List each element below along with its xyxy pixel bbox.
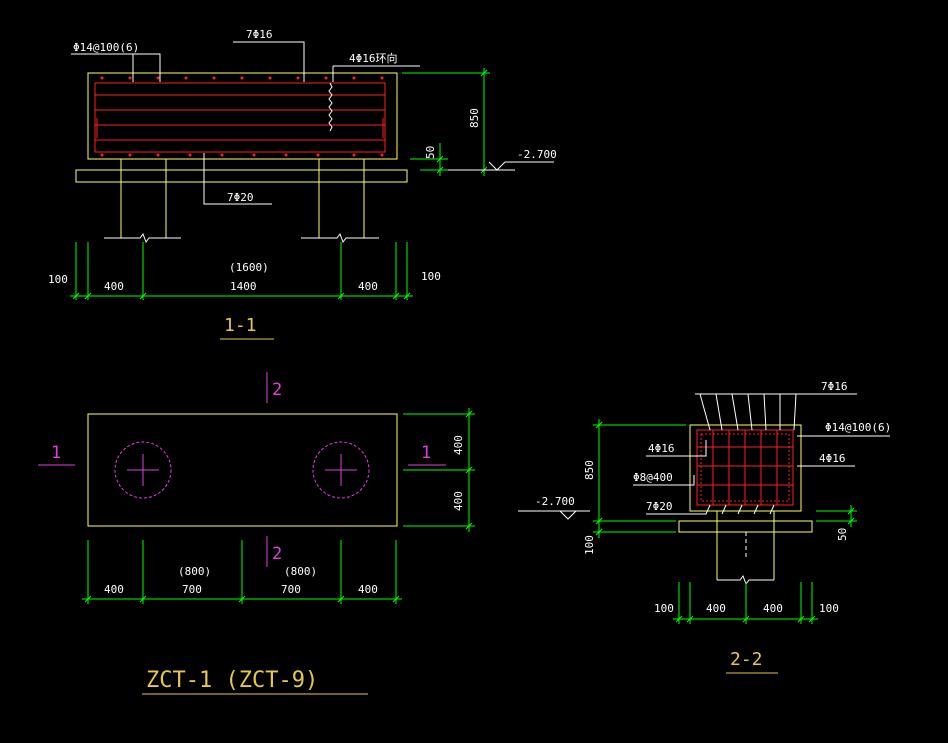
side-right-label: 4Φ16 bbox=[819, 452, 846, 465]
dim-left-edge: 100 bbox=[48, 273, 68, 286]
side-left-label: 4Φ16 bbox=[648, 442, 675, 455]
leaders-2-2 bbox=[633, 393, 890, 515]
top-bar-label-2-2: 7Φ16 bbox=[821, 380, 848, 393]
height-dim: 850 bbox=[468, 108, 481, 128]
plan-dim-paren-right: (800) bbox=[284, 565, 317, 578]
cap-outline bbox=[87, 72, 398, 160]
dim-total: (1600) bbox=[229, 261, 269, 274]
elevation-label-2-2: -2.700 bbox=[535, 495, 575, 508]
right-dims-2-2 bbox=[816, 505, 857, 527]
section-marks bbox=[38, 372, 446, 567]
dim-left-2-2: 400 bbox=[706, 602, 726, 615]
cushion-layer bbox=[75, 169, 408, 183]
dim-right-edge-2-2: 100 bbox=[819, 602, 839, 615]
dim-middle: 1400 bbox=[230, 280, 257, 293]
stirrup-label: Φ14@100(6) bbox=[73, 41, 139, 54]
horizontal-dimension-1-1 bbox=[70, 242, 413, 300]
rebar-2-2 bbox=[696, 429, 794, 506]
elevation-mark-1-1 bbox=[448, 161, 554, 171]
section-mark-2-top: 2 bbox=[272, 380, 282, 400]
plan-horizontal-dims bbox=[82, 540, 402, 604]
base-dim-2-2: 100 bbox=[583, 535, 596, 555]
plan-dim-mid-right: 700 bbox=[281, 583, 301, 596]
leaders-1-1 bbox=[71, 41, 420, 205]
pile-right bbox=[318, 158, 365, 238]
section-1-1: Φ14@100(6) 7Φ16 4Φ16环向 7Φ20 850 50 -2.70… bbox=[48, 28, 557, 340]
elevation-label: -2.700 bbox=[517, 148, 557, 161]
horizontal-dims-2-2 bbox=[673, 582, 818, 624]
section-2-2-title: 2-2 bbox=[730, 649, 763, 670]
elevation-mark-2-2 bbox=[518, 510, 590, 520]
plan-outline bbox=[87, 413, 398, 527]
dim-right-2-2: 400 bbox=[763, 602, 783, 615]
vertical-dimension-1-1 bbox=[402, 68, 490, 176]
side-bar-label: 4Φ16环向 bbox=[349, 51, 398, 65]
pile-left bbox=[120, 158, 167, 238]
bottom-bar-label-2-2: 7Φ20 bbox=[646, 500, 673, 513]
pile-right-break bbox=[301, 232, 379, 244]
side-bar-marker bbox=[328, 82, 333, 132]
dim-right-edge: 100 bbox=[421, 270, 441, 283]
plan-dim-v-bottom: 400 bbox=[452, 491, 465, 511]
section-mark-1-left: 1 bbox=[51, 443, 61, 463]
horizontal-ticks-1-1 bbox=[72, 292, 411, 300]
rebar-1-1 bbox=[94, 82, 386, 153]
tie-label: Φ8@400 bbox=[633, 471, 673, 484]
plan-dim-right: 400 bbox=[358, 583, 378, 596]
plan-dim-paren-left: (800) bbox=[178, 565, 211, 578]
cushion-dim-2-2: 50 bbox=[836, 528, 849, 541]
plan-dim-left: 400 bbox=[104, 583, 124, 596]
section-mark-1-right: 1 bbox=[421, 443, 431, 463]
rebar-dots-1-1 bbox=[100, 76, 384, 157]
cushion-layer-2-2 bbox=[678, 520, 813, 533]
drawing-title: ZCT-1 (ZCT-9) bbox=[146, 668, 318, 693]
top-bar-label: 7Φ16 bbox=[246, 28, 273, 41]
plan-dim-mid-left: 700 bbox=[182, 583, 202, 596]
dim-right: 400 bbox=[358, 280, 378, 293]
bottom-bar-label: 7Φ20 bbox=[227, 191, 254, 204]
pile-right-plan bbox=[312, 441, 370, 499]
dim-left-edge-2-2: 100 bbox=[654, 602, 674, 615]
plan-dim-v-top: 400 bbox=[452, 435, 465, 455]
pile-left-plan bbox=[114, 441, 172, 499]
plan-view: 1 1 2 2 400 400 (8 bbox=[38, 372, 475, 695]
plan-vertical-dims bbox=[403, 408, 475, 532]
dim-left: 400 bbox=[104, 280, 124, 293]
height-dim-2-2: 850 bbox=[583, 460, 596, 480]
pile-left-break bbox=[104, 232, 181, 244]
pile-2-2-break bbox=[717, 574, 774, 586]
stirrup-label-2-2: Φ14@100(6) bbox=[825, 421, 891, 434]
section-1-1-title: 1-1 bbox=[224, 315, 257, 336]
section-2-2: 7Φ16 Φ14@100(6) 4Φ16 4Φ16 Φ8@400 7Φ20 85… bbox=[518, 380, 891, 674]
section-mark-2-bottom: 2 bbox=[272, 544, 282, 564]
pile-2-2 bbox=[716, 510, 775, 580]
vertical-dims-2-2 bbox=[593, 419, 686, 538]
cushion-dim: 50 bbox=[424, 146, 437, 159]
